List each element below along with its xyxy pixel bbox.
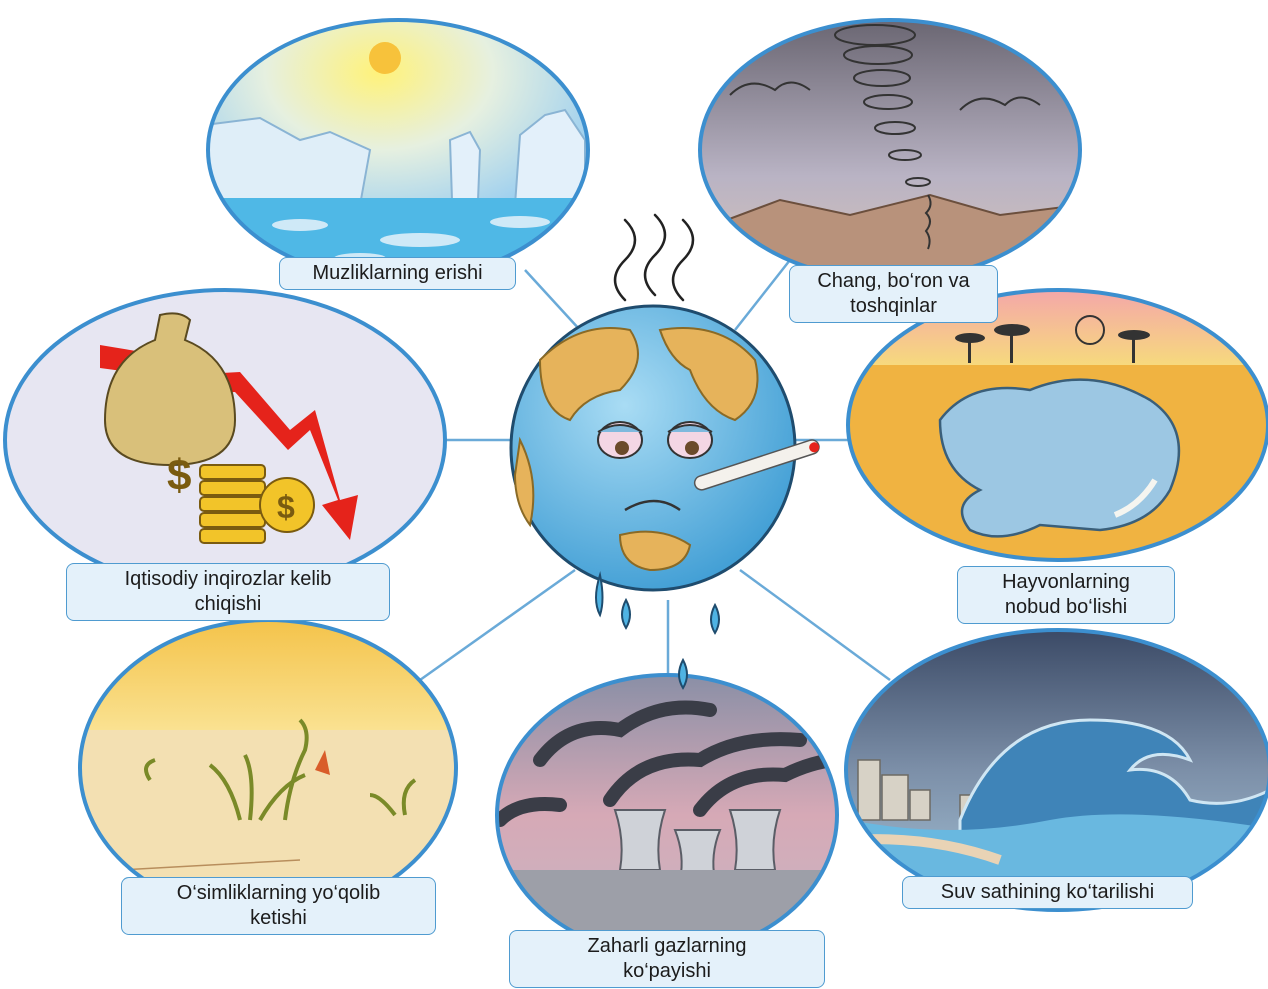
label-plants: O‘simliklarning yo‘qolib ketishi [121, 877, 436, 935]
ellipse-gases [495, 673, 839, 957]
svg-text:$: $ [277, 489, 295, 525]
label-gases: Zaharli gazlarning ko‘payishi [509, 930, 825, 988]
label-storms: Chang, bo‘ron va toshqinlar [789, 265, 998, 323]
label-economy: Iqtisodiy inqirozlar kelib chiqishi [66, 563, 390, 621]
sick-earth-with-thermometer-icon [509, 213, 820, 690]
label-sea: Suv sathining ko‘tarilishi [902, 876, 1193, 909]
money-falling-chart-icon: $ $ [100, 312, 358, 544]
label-animals: Hayvonlarning nobud bo‘lishi [957, 566, 1175, 624]
ellipse-sea [844, 628, 1268, 912]
label-glaciers: Muzliklarning erishi [279, 257, 516, 290]
melting-drips [595, 571, 720, 690]
ellipse-storms [698, 18, 1082, 282]
thermometer-icon [693, 439, 820, 491]
ellipse-glaciers [206, 18, 590, 282]
svg-text:$: $ [167, 451, 191, 500]
heat-waves-icon [613, 213, 695, 302]
ellipse-economy: $ $ [3, 288, 447, 592]
ellipse-animals [846, 288, 1268, 562]
